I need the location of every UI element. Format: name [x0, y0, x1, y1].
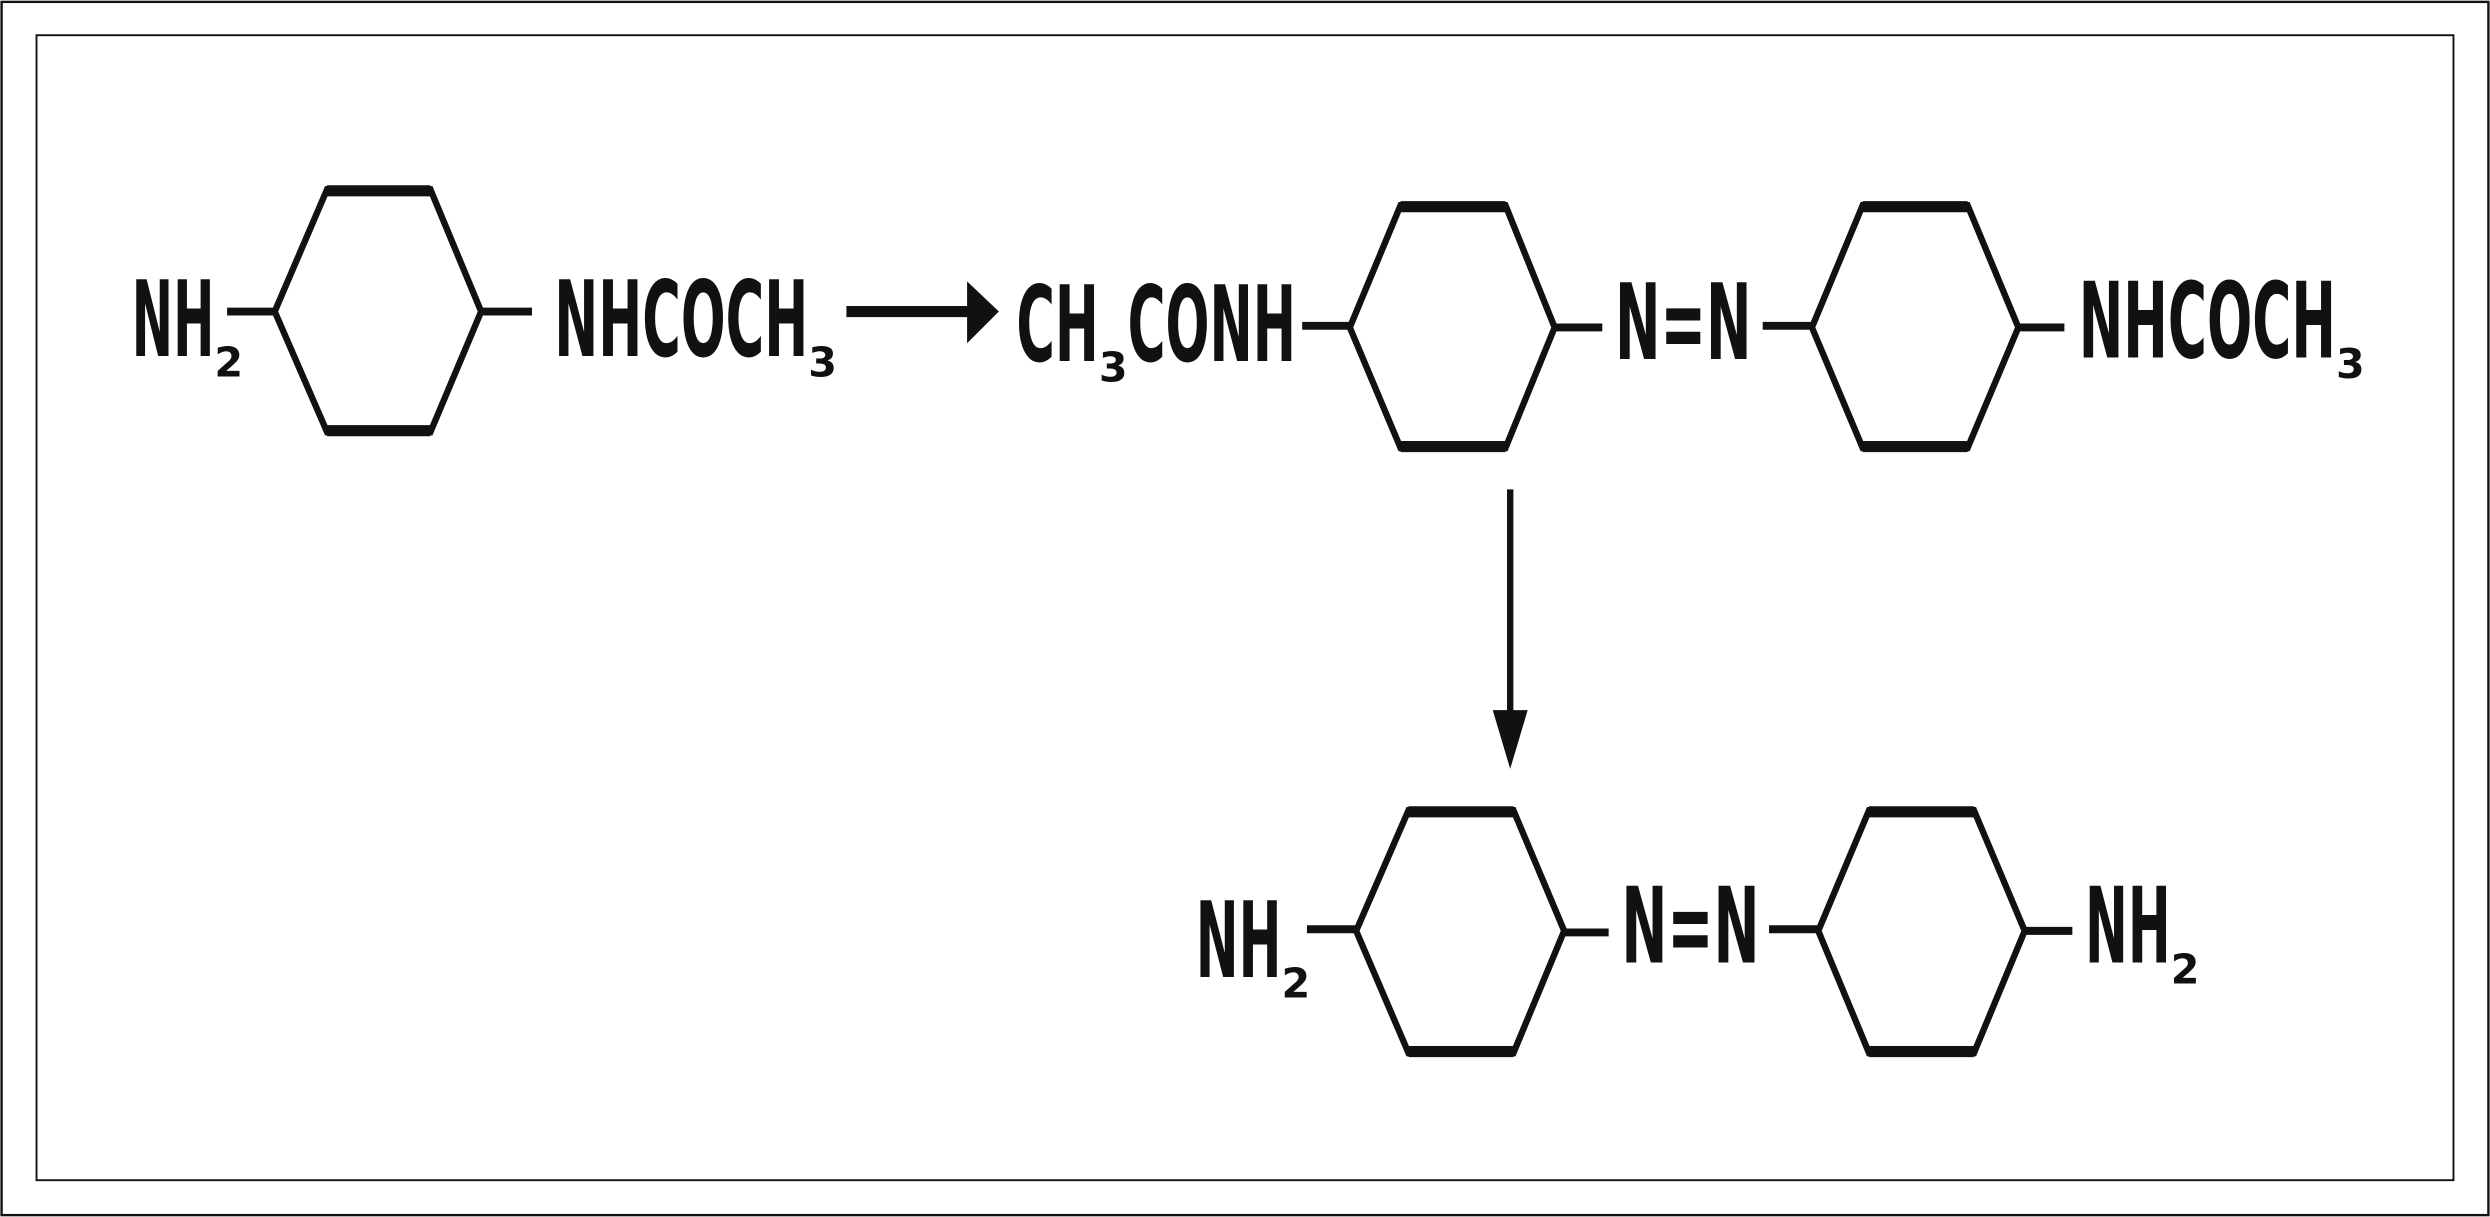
inner-border [35, 34, 2455, 1182]
intermediate-left-group: CH3CONH [1016, 264, 1296, 392]
intermediate-left-post: CONH [1128, 264, 1296, 386]
intermediate-right-sub: 3 [2336, 340, 2365, 388]
benzene-ring [1814, 806, 2029, 1058]
intermediate-molecule: CH3CONH N=N NHCOCH3 [1016, 201, 2365, 453]
intermediate-right-group: NHCOCH3 [2079, 261, 2365, 389]
reactant-right-sub: 3 [808, 339, 837, 387]
product-right-sub: 2 [2171, 945, 2200, 993]
benzene-ring [1352, 806, 1568, 1058]
benzene-ring [271, 185, 485, 437]
reactant-right-group: NHCOCH3 [554, 259, 837, 387]
benzene-ring [1346, 201, 1559, 453]
product-left-sub: 2 [1282, 960, 1311, 1008]
product-left-group: NH2 [1196, 880, 1310, 1008]
product-molecule: NH2 N=N NH2 [1196, 806, 2200, 1058]
reactant-left-main: NH [132, 259, 215, 381]
intermediate-left-sub: 3 [1099, 343, 1128, 391]
benzene-ring [1808, 201, 2022, 453]
product-right-group: NH2 [2085, 866, 2199, 994]
intermediate-left-pre: CH [1016, 264, 1099, 386]
intermediate-right-main: NHCOCH [2079, 261, 2336, 383]
product-left-main: NH [1196, 880, 1282, 1002]
reactant-molecule: NH2 NHCOCH3 [132, 185, 837, 437]
product-right-main: NH [2085, 866, 2171, 988]
reactant-left-sub: 2 [214, 339, 243, 387]
product-azo: N=N [1621, 866, 1759, 988]
reactant-right-main: NHCOCH [554, 259, 808, 381]
reaction-arrow-right [846, 281, 999, 344]
reaction-arrow-down [1492, 489, 1528, 769]
reactant-left-group: NH2 [132, 259, 243, 387]
intermediate-azo: N=N [1615, 262, 1752, 384]
